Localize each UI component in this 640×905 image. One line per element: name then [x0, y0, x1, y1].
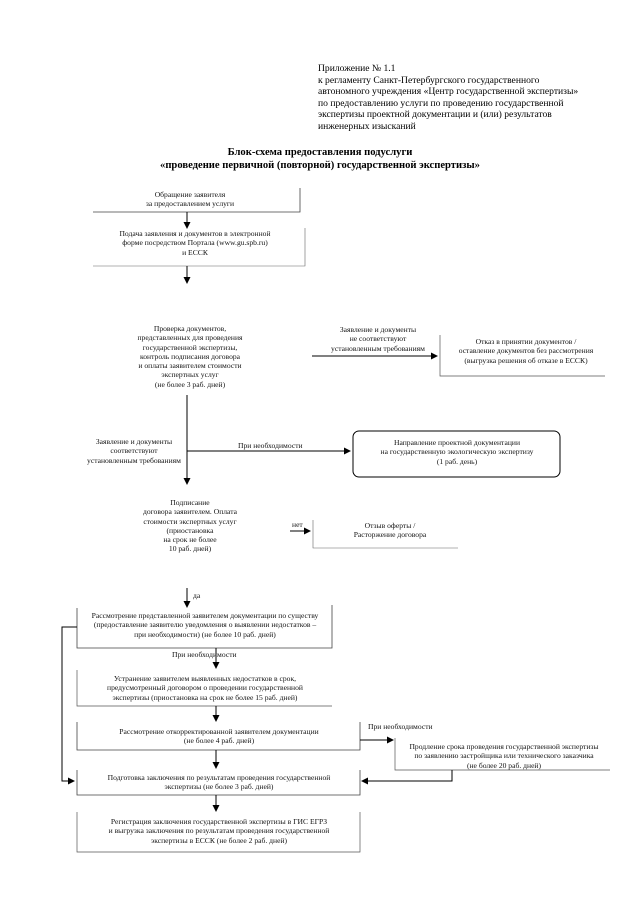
eco-box-border: [352, 430, 561, 478]
header-line: к регламенту Санкт-Петербургского госуда…: [318, 74, 540, 86]
box-check: Проверка документов, представленных для …: [115, 324, 265, 389]
box-text: Отзыв оферты /: [364, 521, 416, 530]
box-text: Обращение заявителя: [154, 190, 226, 199]
box-text: Подача заявления и документов в электрон…: [119, 229, 271, 238]
diagram-title-line: Блок-схема предоставления подуслуги: [227, 147, 413, 158]
box-text: экспертизы в ЕССК (не более 2 раб. дней): [150, 835, 288, 845]
box-text: (не более 3 раб. дней): [154, 379, 226, 389]
label-non-compliant: Заявление и документы не соответствуют у…: [318, 325, 438, 353]
box-text: форме посредством Портала (www.gu.spb.ru…: [122, 238, 268, 248]
box-text: на срок не более: [163, 535, 217, 545]
header-line: Приложение № 1.1: [318, 63, 396, 74]
label-text: установленным требованиям: [331, 343, 425, 353]
label-text: Заявление и документы: [95, 437, 173, 446]
box-text: при необходимости) (не более 10 раб. дне…: [134, 629, 276, 639]
box-submission: Подача заявления и документов в электрон…: [80, 229, 310, 257]
box-text: оставление документов без рассмотрения: [458, 346, 594, 356]
offer-box-border: [312, 520, 458, 549]
box-text: (предоставление заявителю уведомления о …: [93, 620, 317, 630]
box-text: стоимости экспертных услуг: [143, 516, 237, 526]
review-box-border: [76, 605, 333, 649]
label-text: Заявление и документы: [339, 325, 417, 334]
box-text: (приостановка: [166, 525, 214, 535]
label-yes: да: [193, 591, 201, 600]
box-text: экспертизы (не более 3 раб. дней): [164, 782, 274, 792]
box-extension: Продление срока проведения государственн…: [398, 742, 610, 770]
box-text: договора заявителем. Оплата: [142, 507, 238, 517]
box-eco: Направление проектной документации на го…: [357, 438, 557, 466]
header-line: по предоставлению услуги по проведению г…: [318, 97, 564, 109]
box-text: Отказ в принятии документов /: [475, 337, 577, 346]
diagram-title-line: «проведение первичной (повторной) госуда…: [160, 159, 480, 171]
conclusion-box-border: [76, 770, 361, 796]
label-no: нет: [292, 520, 303, 529]
box-text: государственной экспертизы,: [142, 342, 238, 352]
fix-box-border: [76, 670, 332, 707]
refusal-box-border: [439, 335, 605, 377]
box-text: представленных для проведения: [137, 333, 243, 343]
box-text: Продление срока проведения государственн…: [409, 742, 599, 751]
label-compliant: Заявление и документы соответствуют уста…: [82, 437, 186, 465]
appeal-box-border: [93, 188, 301, 213]
box-text: Проверка документов,: [153, 324, 227, 333]
box-text: (выгрузка решения об отказе в ЕССК): [464, 355, 588, 365]
box-text: экспертизы (приостановка на срок не боле…: [112, 692, 298, 702]
box-text: (не более 20 раб. дней): [466, 760, 542, 770]
arrow-extension-to-conclusion: [361, 770, 453, 785]
box-text: Рассмотрение представленной заявителем д…: [91, 611, 319, 620]
diagram-title: Блок-схема предоставления подуслуги «про…: [0, 147, 640, 172]
box-text: Подписание: [170, 498, 210, 507]
label-text: установленным требованиям: [87, 455, 181, 465]
box-text: Регистрация заключения государственной э…: [110, 817, 328, 826]
box-text: контроль подписания договора: [139, 351, 241, 361]
box-text: Расторжение договора: [353, 530, 427, 540]
box-text: на государственную экологическую эксперт…: [380, 447, 534, 457]
box-text: и оплаты заявителем стоимости: [138, 361, 242, 371]
arrow-review-to-conclusion-loop: [61, 626, 77, 785]
box-text: и ЕССК: [182, 247, 208, 257]
box-text: за предоставлением услуги: [145, 199, 235, 209]
box-text: экспертных услуг: [161, 370, 219, 380]
box-text: и выгрузка заключения по результатам про…: [108, 826, 330, 836]
box-text: Подготовка заключения по результатам про…: [107, 773, 331, 782]
box-appeal: Обращение заявителя за предоставлением у…: [110, 190, 270, 209]
appendix-header: Приложение № 1.1 к регламенту Санкт-Пете…: [318, 63, 618, 133]
label-if-needed-fix: При необходимости: [172, 650, 237, 659]
box-text: 10 раб. дней): [168, 544, 212, 554]
box-text: по заявлению застройщика или техническог…: [414, 751, 594, 761]
label-if-needed-ext: При необходимости: [368, 722, 433, 731]
label-text: не соответствуют: [349, 334, 407, 344]
submission-box-border: [93, 228, 306, 267]
corrected-box-border: [76, 722, 361, 751]
box-refusal: Отказ в принятии документов / оставление…: [445, 337, 607, 365]
label-text: соответствуют: [110, 446, 158, 456]
box-contract: Подписание договора заявителем. Оплата с…: [115, 498, 265, 554]
box-review: Рассмотрение представленной заявителем д…: [80, 611, 330, 639]
header-line: инженерных изысканий: [318, 120, 416, 132]
box-text: (не более 4 раб. дней): [183, 736, 255, 746]
box-fix: Устранение заявителем выявленных недоста…: [80, 674, 330, 702]
box-text: Устранение заявителем выявленных недоста…: [113, 674, 297, 683]
box-conclusion: Подготовка заключения по результатам про…: [80, 773, 358, 792]
header-line: автономного учреждения «Центр государств…: [318, 86, 579, 98]
box-offer: Отзыв оферты / Расторжение договора: [330, 521, 450, 540]
box-text: Рассмотрение откорректированной заявител…: [119, 727, 319, 736]
box-corrected: Рассмотрение откорректированной заявител…: [80, 727, 358, 746]
header-line: экспертизы проектной документации и (или…: [318, 109, 552, 121]
extension-box-border: [394, 738, 610, 771]
box-text: предусмотренный договором о проведении г…: [107, 683, 303, 693]
label-if-needed-eco: При необходимости: [238, 441, 303, 450]
registration-box-border: [76, 812, 361, 853]
box-text: Направление проектной документации: [393, 438, 521, 447]
box-text: (1 раб. день): [436, 456, 478, 466]
box-registration: Регистрация заключения государственной э…: [80, 817, 358, 845]
